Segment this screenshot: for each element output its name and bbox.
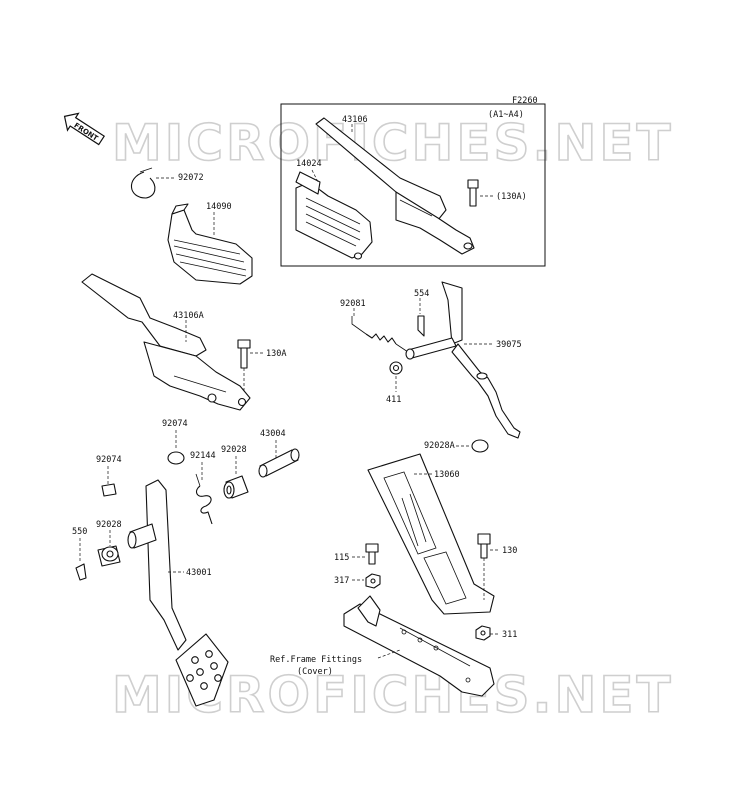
label-130A: 130A [266, 349, 286, 359]
shaft-43004 [258, 448, 300, 478]
brake-pedal-43001 [127, 479, 229, 707]
label-550: 550 [72, 527, 87, 537]
plug-92074-upper [167, 451, 185, 465]
cotter-pin-554 [417, 315, 425, 337]
spring-92081 [351, 316, 409, 353]
washer-411 [389, 361, 403, 375]
clamp-92072 [130, 167, 156, 199]
label-43004: 43004 [260, 429, 286, 439]
figure-code: F2260 [512, 96, 538, 106]
nut-317 [365, 573, 381, 589]
label-13060: 13060 [434, 470, 460, 480]
bolt-130 [477, 533, 491, 559]
label-92081: 92081 [340, 299, 366, 309]
label-43106A: 43106A [173, 311, 204, 321]
bolt-130A-inset [467, 179, 479, 207]
label-115: 115 [334, 553, 349, 563]
label-130A-inset: (130A) [496, 192, 527, 202]
label-14090: 14090 [206, 202, 232, 212]
parking-brake-lever-inset [315, 117, 475, 255]
label-92072: 92072 [178, 173, 204, 183]
ref-label-line1: Ref.Frame Fittings [270, 655, 362, 665]
cotter-pin-550 [75, 563, 87, 581]
label-14024: 14024 [296, 159, 322, 169]
label-39075: 39075 [496, 340, 522, 350]
plug-92074-left [101, 483, 117, 497]
watermark-top: MICROFICHES.NET [112, 114, 674, 172]
bushing-92028-lower [97, 545, 121, 567]
label-92028A: 92028A [424, 441, 455, 451]
inset-label: (A1~A4) [488, 110, 524, 120]
bushing-92028A [471, 439, 489, 453]
boot-14024 [295, 171, 373, 260]
parking-brake-lever-43106A [81, 273, 251, 411]
frame-cover [343, 595, 495, 697]
label-43106: 43106 [342, 115, 368, 125]
front-arrow-icon: FRONT [63, 112, 106, 146]
variant-inset-box [280, 103, 546, 267]
boot-14090 [167, 203, 253, 285]
label-411: 411 [386, 395, 401, 405]
bolt-115 [365, 543, 379, 565]
label-311: 311 [502, 630, 517, 640]
bolt-130A [237, 339, 251, 369]
rod-39075 [405, 281, 521, 439]
label-43001: 43001 [186, 568, 212, 578]
label-92028-lower: 92028 [96, 520, 122, 530]
slide-plate-13060 [367, 453, 495, 615]
label-92144: 92144 [190, 451, 216, 461]
nut-311 [475, 625, 491, 641]
bushing-92028-upper [223, 475, 249, 499]
label-92074-left: 92074 [96, 455, 122, 465]
label-92028-upper: 92028 [221, 445, 247, 455]
ref-label-line2: (Cover) [297, 667, 333, 677]
label-317: 317 [334, 576, 349, 586]
label-92074-upper: 92074 [162, 419, 188, 429]
label-554: 554 [414, 289, 429, 299]
label-130: 130 [502, 546, 517, 556]
spring-92144 [195, 473, 213, 525]
